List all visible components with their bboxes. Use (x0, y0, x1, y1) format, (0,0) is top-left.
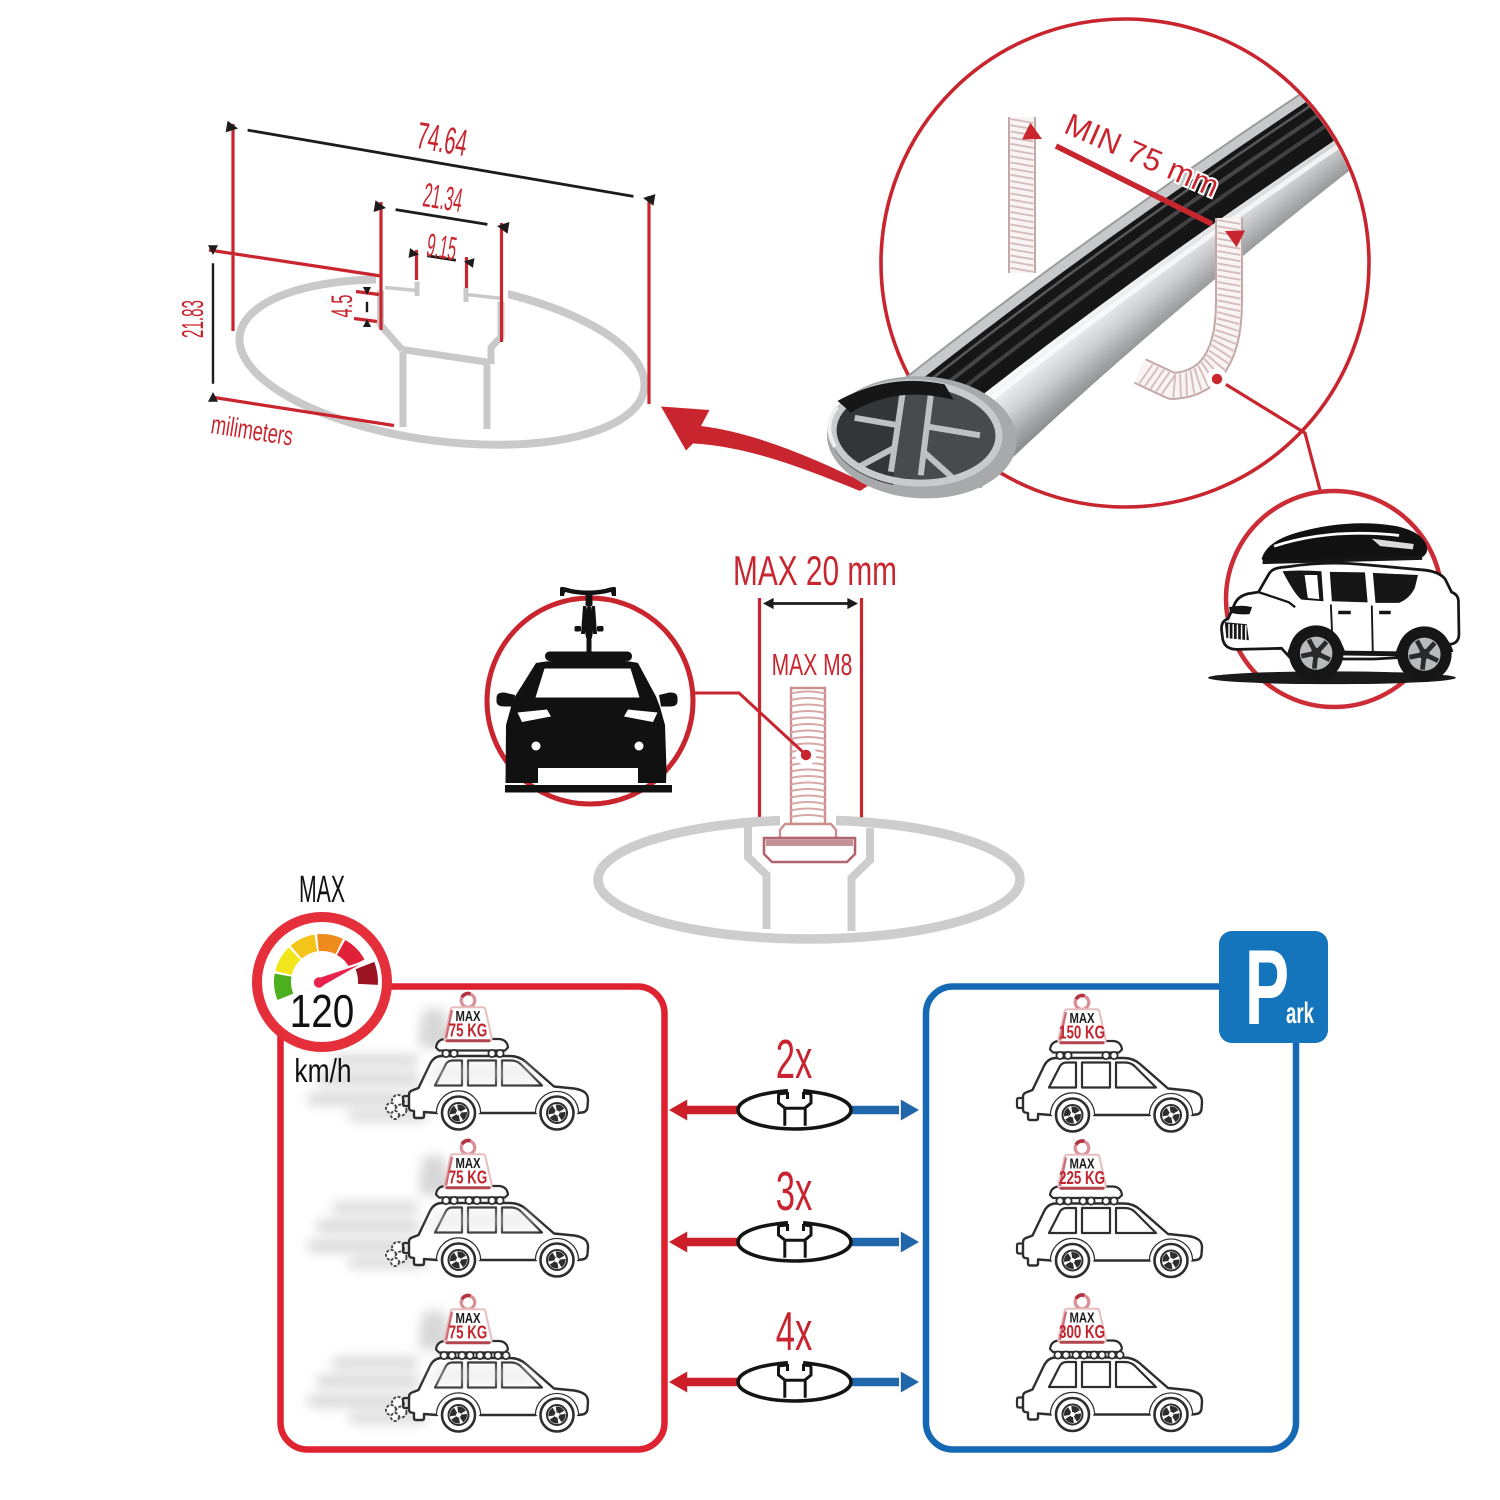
svg-text:MAX 20 mm: MAX 20 mm (733, 547, 897, 594)
svg-text:21.83: 21.83 (176, 300, 210, 338)
svg-text:2x: 2x (776, 1028, 813, 1090)
svg-text:4.5: 4.5 (326, 295, 359, 318)
svg-text:MAX: MAX (1069, 1309, 1094, 1326)
svg-text:MAX: MAX (299, 867, 345, 910)
svg-text:MAX: MAX (1069, 1155, 1094, 1172)
svg-text:75 KG: 75 KG (449, 1167, 487, 1188)
svg-text:ark: ark (1286, 997, 1314, 1031)
svg-text:150 KG: 150 KG (1059, 1022, 1105, 1043)
svg-text:120: 120 (290, 986, 354, 1037)
svg-text:MAX M8: MAX M8 (772, 647, 853, 682)
svg-text:74.64: 74.64 (414, 114, 471, 164)
svg-text:75 KG: 75 KG (449, 1020, 487, 1041)
svg-text:9.15: 9.15 (424, 228, 459, 268)
svg-text:MAX: MAX (455, 1155, 480, 1172)
svg-text:21.34: 21.34 (420, 175, 465, 219)
svg-text:225 KG: 225 KG (1059, 1168, 1105, 1189)
svg-text:300 KG: 300 KG (1059, 1322, 1105, 1343)
svg-text:75 KG: 75 KG (449, 1322, 487, 1343)
svg-text:3x: 3x (776, 1160, 813, 1222)
svg-text:4x: 4x (776, 1300, 813, 1362)
svg-text:P: P (1245, 927, 1289, 1047)
svg-text:km/h: km/h (294, 1053, 351, 1089)
svg-text:MAX: MAX (455, 1310, 480, 1327)
svg-text:MAX: MAX (455, 1008, 480, 1025)
svg-text:MAX: MAX (1069, 1010, 1094, 1027)
